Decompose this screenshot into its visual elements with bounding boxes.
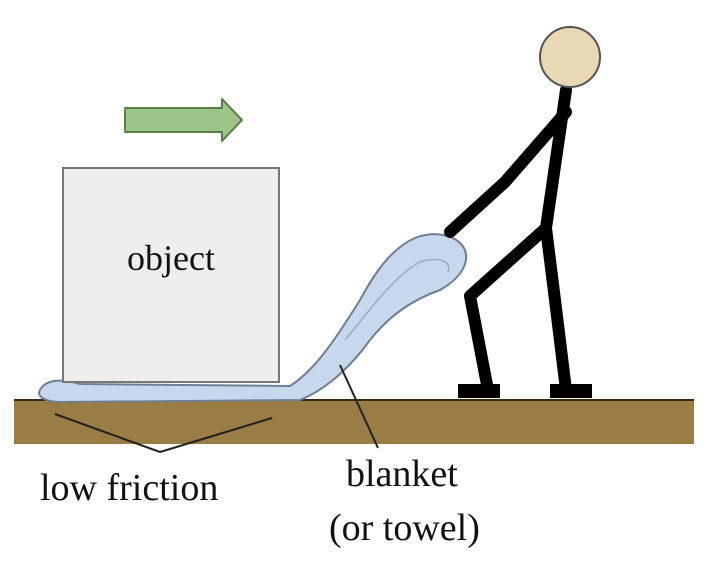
stick-figure-icon xyxy=(444,84,572,396)
blanket-label: blanket xyxy=(346,453,458,495)
object-label: object xyxy=(127,238,215,278)
blanket-fold xyxy=(344,258,450,341)
low-friction-bracket xyxy=(54,413,273,453)
blanket-shape xyxy=(38,233,468,404)
blanket xyxy=(38,233,468,404)
front-leg xyxy=(540,222,572,396)
arm xyxy=(444,106,572,238)
blanket-pointer xyxy=(339,364,379,449)
object-box: object xyxy=(62,167,280,383)
front-foot xyxy=(550,384,592,398)
low-friction-label: low friction xyxy=(40,467,218,509)
ground xyxy=(14,399,694,444)
towel-label: (or towel) xyxy=(329,507,480,549)
ground-surface xyxy=(14,400,694,444)
head xyxy=(539,26,601,88)
right-arrow-icon xyxy=(124,98,243,142)
back-foot xyxy=(458,384,500,398)
back-leg xyxy=(464,222,552,396)
